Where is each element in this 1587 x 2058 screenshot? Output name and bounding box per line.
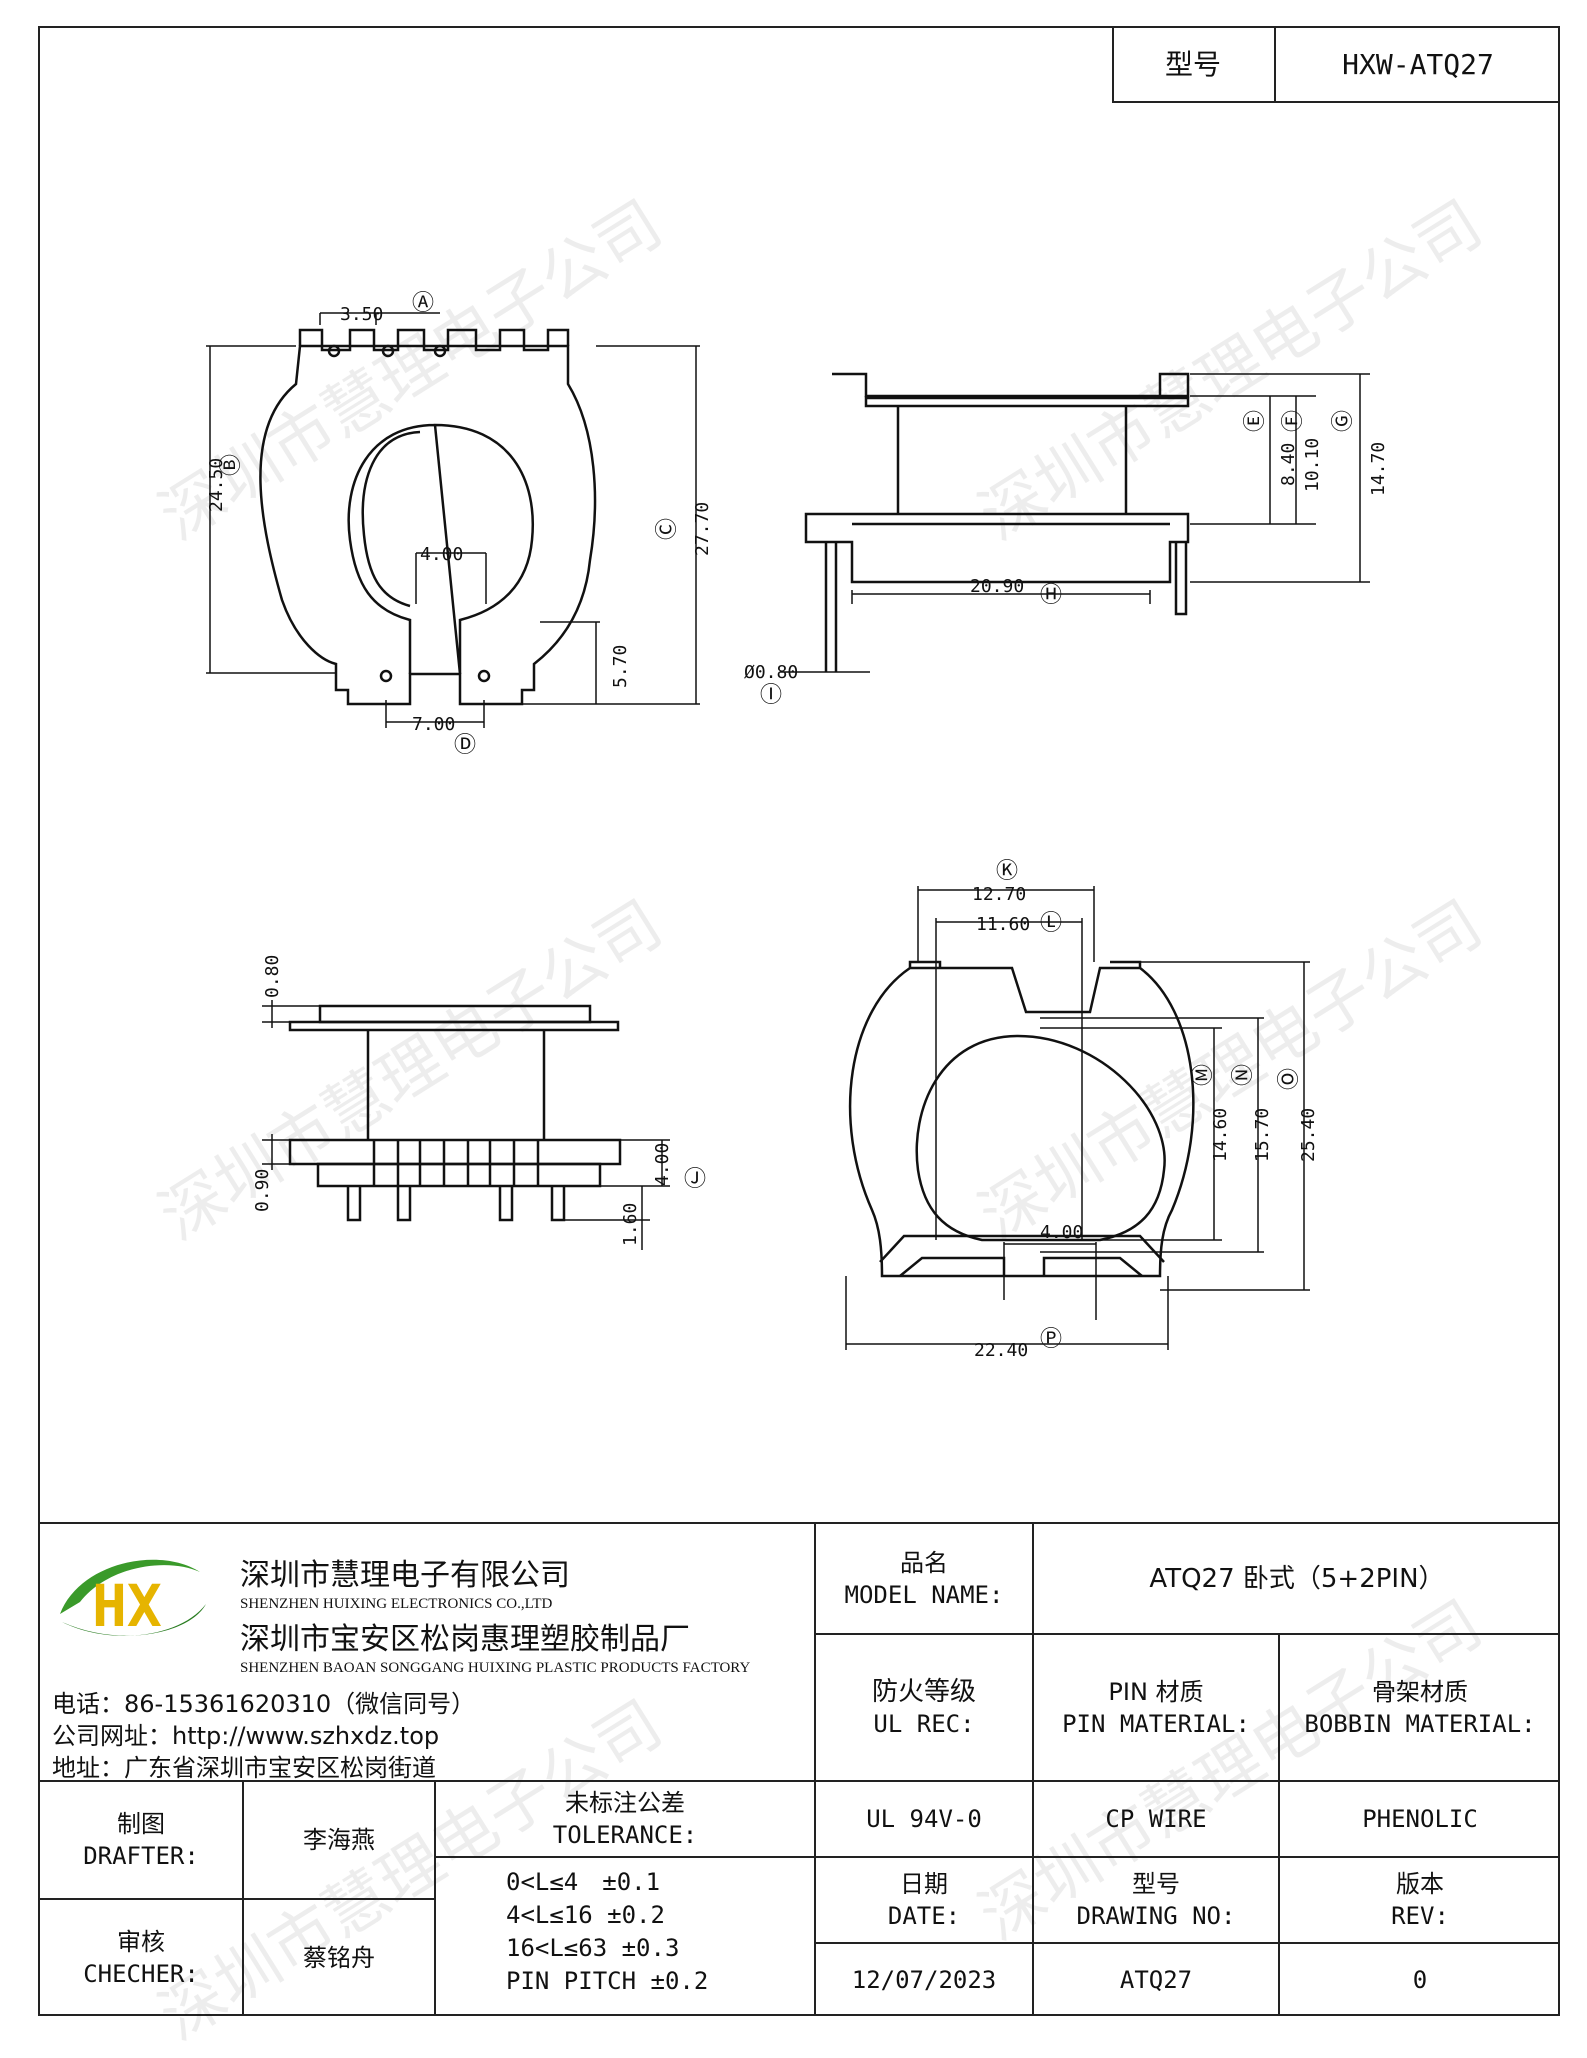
front-view	[206, 312, 700, 728]
checker-label: 审核 CHECHER:	[83, 1928, 199, 1988]
dim-top-d3: 14.60	[1210, 1108, 1231, 1162]
dim-front-d2: 24.50	[206, 458, 227, 512]
bobbin-material-value: PHENOLIC	[1362, 1805, 1478, 1833]
tolerance-line: PIN PITCH ±0.2	[506, 1967, 709, 1995]
dim-bottom-m3: Ⓙ	[684, 1167, 706, 1192]
dim-top-d6: 4.00	[1040, 1222, 1083, 1243]
dim-top-m1: Ⓚ	[996, 859, 1018, 884]
factory-name-en: SHENZHEN BAOAN SONGGANG HUIXING PLASTIC …	[240, 1660, 751, 1676]
drawing-no-label: 型号 DRAWING NO:	[1076, 1870, 1236, 1930]
dim-side-m1: Ⓔ	[1243, 410, 1268, 432]
dim-top-m4: Ⓝ	[1231, 1064, 1256, 1086]
dim-front-d6: 7.00	[412, 714, 455, 735]
header-type-label: 型号	[1164, 47, 1221, 81]
tolerance-line: 0<L≤4 ±0.1	[506, 1868, 661, 1896]
dim-bottom-d2: 0.90	[252, 1169, 273, 1212]
dim-top-d1: 12.70	[972, 884, 1026, 905]
technical-drawing: 3.50 Ⓐ 24.50 Ⓑ 27.70 Ⓒ 4.00 5.70 7.00 Ⓓ …	[206, 291, 1389, 1361]
dim-top-d5: 25.40	[1298, 1108, 1319, 1162]
dim-top-d2: 11.60	[976, 914, 1030, 935]
dim-side-d5: Ø0.80	[744, 662, 798, 683]
rev-label: 版本 REV:	[1391, 1870, 1449, 1930]
header-type-box	[1112, 26, 1560, 103]
dim-front-m2: Ⓑ	[219, 454, 244, 476]
company-logo: HX	[50, 1542, 216, 1652]
dim-side-d3: 14.70	[1368, 442, 1389, 496]
dim-bottom-d1: 0.80	[262, 955, 283, 998]
dim-bottom-d4: 1.60	[620, 1203, 641, 1246]
dim-bottom-d3: 4.00	[652, 1143, 673, 1186]
dim-front-d5: 5.70	[610, 645, 631, 688]
header-type-value: HXW-ATQ27	[1342, 47, 1494, 81]
dim-side-m2: Ⓕ	[1281, 410, 1306, 432]
dim-front-d1: 3.50	[340, 304, 383, 325]
drawing-frame	[38, 26, 1560, 2016]
dim-top-m3: Ⓜ	[1191, 1064, 1216, 1086]
dim-side-m3: Ⓖ	[1331, 410, 1356, 432]
logo-text: HX	[92, 1572, 162, 1640]
drafter-label: 制图 DRAFTER:	[83, 1810, 199, 1870]
model-name-value: ATQ27 卧式（5+2PIN）	[1149, 1563, 1445, 1594]
dim-front-m1: Ⓐ	[412, 291, 434, 316]
tolerance-label: 未标注公差 TOLERANCE:	[552, 1789, 698, 1849]
dim-side-d4: 20.90	[970, 576, 1024, 597]
tolerance-list: 0<L≤4 ±0.1 4<L≤16 ±0.2 16<L≤63 ±0.3 PIN …	[506, 1866, 708, 1998]
date-label: 日期 DATE:	[887, 1870, 961, 1930]
bobbin-material-label: 骨架材质 BOBBIN MATERIAL:	[1304, 1677, 1536, 1738]
dim-top-m5: Ⓞ	[1277, 1068, 1302, 1090]
checker-name: 蔡铭舟	[303, 1944, 375, 1972]
drafter-name: 李海燕	[303, 1826, 375, 1854]
pin-material-label: PIN 材质 PIN MATERIAL:	[1062, 1677, 1250, 1738]
drawing-no-value: ATQ27	[1119, 1966, 1193, 1994]
dim-top-m2: Ⓛ	[1040, 911, 1062, 936]
side-view	[780, 372, 1370, 673]
rev-value: 0	[1412, 1966, 1428, 1994]
company-address: 地址：广东省深圳市宝安区松岗街道	[52, 1754, 436, 1782]
company-name-en: SHENZHEN HUIXING ELECTRONICS CO.,LTD	[240, 1596, 553, 1612]
dim-front-m6: Ⓓ	[454, 733, 476, 758]
pin-material-value: CP WIRE	[1105, 1805, 1207, 1833]
tolerance-line: 16<L≤63 ±0.3	[506, 1934, 680, 1962]
top-view	[845, 886, 1310, 1350]
ul-rec-value: UL 94V-0	[866, 1805, 982, 1833]
factory-name-cn: 深圳市宝安区松岗惠理塑胶制品厂	[240, 1622, 690, 1657]
dim-side-d1: 8.40	[1278, 443, 1299, 486]
dim-front-d3: 27.70	[692, 502, 713, 556]
dim-side-m4: Ⓗ	[1040, 583, 1062, 608]
dim-top-d4: 15.70	[1252, 1108, 1273, 1162]
dim-top-d7: 22.40	[974, 1340, 1028, 1361]
ul-rec-label: 防火等级 UL REC:	[871, 1676, 976, 1738]
dim-side-d2: 10.10	[1302, 438, 1323, 492]
company-phone: 电话：86-15361620310（微信同号）	[52, 1690, 476, 1718]
date-value: 12/07/2023	[851, 1966, 997, 1994]
company-website[interactable]: 公司网址：http://www.szhxdz.top	[52, 1722, 440, 1750]
bottom-side-view	[262, 1000, 670, 1250]
dim-front-d4: 4.00	[420, 544, 463, 565]
company-name-cn: 深圳市慧理电子有限公司	[240, 1558, 570, 1593]
dim-top-m7: Ⓟ	[1040, 1327, 1062, 1352]
dim-front-m3: Ⓒ	[655, 518, 680, 540]
tolerance-line: 4<L≤16 ±0.2	[506, 1901, 665, 1929]
dim-side-m5: Ⓘ	[760, 683, 782, 708]
model-name-label: 品名 MODEL NAME:	[844, 1548, 1004, 1609]
